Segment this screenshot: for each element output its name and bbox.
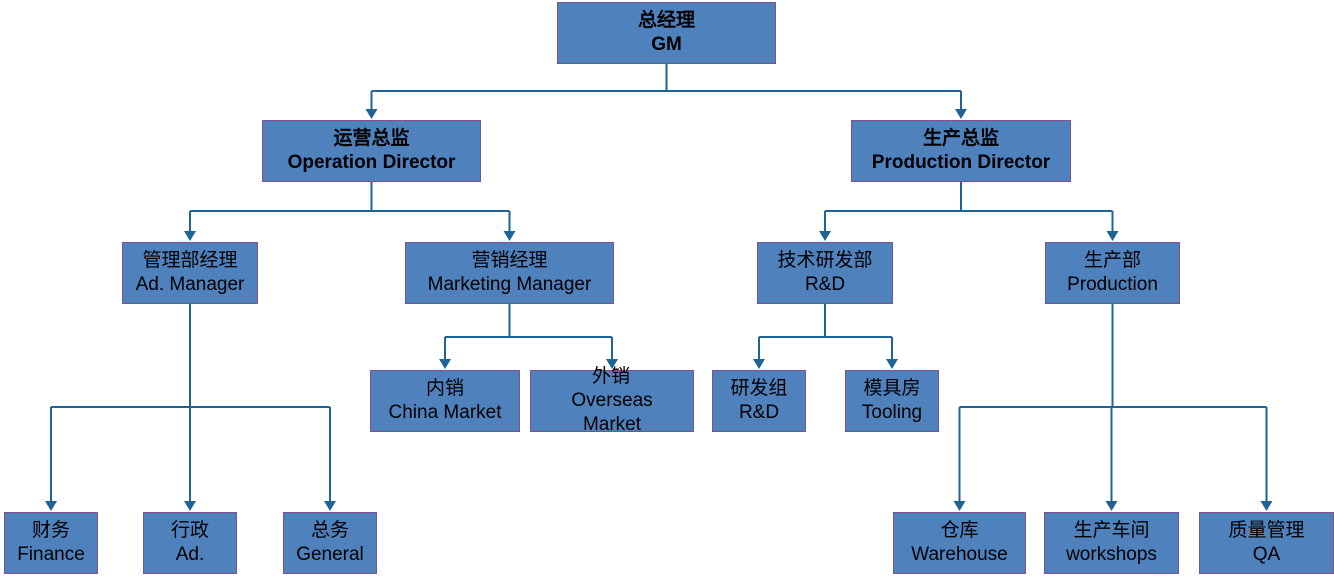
- node-qa: 质量管理 QA: [1199, 512, 1334, 574]
- node-qa-en: QA: [1252, 544, 1281, 565]
- arrow-head-icon: [606, 359, 618, 369]
- node-warehouse-en: Warehouse: [911, 544, 1008, 565]
- arrow-head-icon: [324, 501, 336, 511]
- node-production-director-en: Production Director: [871, 152, 1051, 173]
- arrow-head-icon: [439, 359, 451, 369]
- arrow-head-icon: [45, 501, 57, 511]
- node-marketing-manager-zh: 营销经理: [471, 250, 548, 271]
- node-rd-group-en: R&D: [738, 402, 780, 423]
- node-gm: 总经理 GM: [557, 2, 776, 64]
- node-workshops: 生产车间 workshops: [1044, 512, 1179, 574]
- node-marketing-manager-en: Marketing Manager: [427, 274, 592, 295]
- node-workshops-en: workshops: [1066, 544, 1157, 565]
- node-china-market: 内销 China Market: [370, 370, 520, 432]
- node-overseas-market-zh: 外销: [591, 366, 630, 387]
- node-operation-director-en: Operation Director: [287, 152, 456, 173]
- arrow-head-icon: [819, 231, 831, 241]
- node-general-en: General: [296, 544, 364, 565]
- node-operation-director-zh: 运营总监: [333, 128, 410, 149]
- node-rd-group-zh: 研发组: [730, 378, 788, 399]
- arrow-head-icon: [503, 231, 516, 241]
- node-production-zh: 生产部: [1083, 250, 1141, 271]
- arrow-head-icon: [365, 109, 378, 119]
- arrow-head-icon: [886, 359, 898, 369]
- node-china-market-zh: 内销: [425, 378, 464, 399]
- node-production-director: 生产总监 Production Director: [851, 120, 1071, 182]
- arrow-head-icon: [955, 109, 967, 119]
- node-general-zh: 总务: [310, 520, 349, 541]
- node-general: 总务 General: [283, 512, 377, 574]
- node-operation-director: 运营总监 Operation Director: [262, 120, 481, 182]
- node-workshops-zh: 生产车间: [1073, 520, 1150, 541]
- node-production-director-zh: 生产总监: [922, 128, 999, 149]
- node-finance-zh: 财务: [31, 520, 70, 541]
- node-overseas-market-en: Overseas Market: [571, 390, 653, 435]
- node-ad-manager-en: Ad. Manager: [135, 274, 245, 295]
- node-admin-en: Ad.: [175, 544, 205, 565]
- arrow-head-icon: [184, 231, 196, 241]
- node-production-en: Production: [1067, 274, 1158, 295]
- node-tooling-en: Tooling: [861, 402, 923, 423]
- node-warehouse: 仓库 Warehouse: [893, 512, 1026, 574]
- node-gm-en: GM: [651, 34, 682, 55]
- arrow-head-icon: [953, 501, 966, 511]
- node-tooling: 模具房 Tooling: [845, 370, 939, 432]
- node-rd-group: 研发组 R&D: [712, 370, 806, 432]
- node-warehouse-zh: 仓库: [940, 520, 979, 541]
- node-china-market-en: China Market: [388, 402, 502, 423]
- node-ad-manager: 管理部经理 Ad. Manager: [122, 242, 258, 304]
- node-finance: 财务 Finance: [4, 512, 98, 574]
- node-rd-department-en: R&D: [804, 274, 846, 295]
- node-gm-zh: 总经理: [637, 10, 695, 31]
- node-admin: 行政 Ad.: [143, 512, 237, 574]
- node-admin-zh: 行政: [170, 520, 209, 541]
- node-tooling-zh: 模具房: [863, 378, 921, 399]
- node-qa-zh: 质量管理: [1228, 520, 1305, 541]
- node-rd-department-zh: 技术研发部: [777, 250, 873, 271]
- node-rd-department: 技术研发部 R&D: [757, 242, 893, 304]
- arrow-head-icon: [1260, 501, 1273, 511]
- node-ad-manager-zh: 管理部经理: [142, 250, 238, 271]
- arrow-head-icon: [1105, 501, 1118, 511]
- node-production: 生产部 Production: [1045, 242, 1180, 304]
- arrow-head-icon: [184, 501, 196, 511]
- arrow-head-icon: [1106, 231, 1119, 241]
- arrow-head-icon: [753, 359, 765, 369]
- node-finance-en: Finance: [17, 544, 85, 565]
- node-overseas-market: 外销 Overseas Market: [530, 366, 694, 435]
- node-marketing-manager: 营销经理 Marketing Manager: [405, 242, 614, 304]
